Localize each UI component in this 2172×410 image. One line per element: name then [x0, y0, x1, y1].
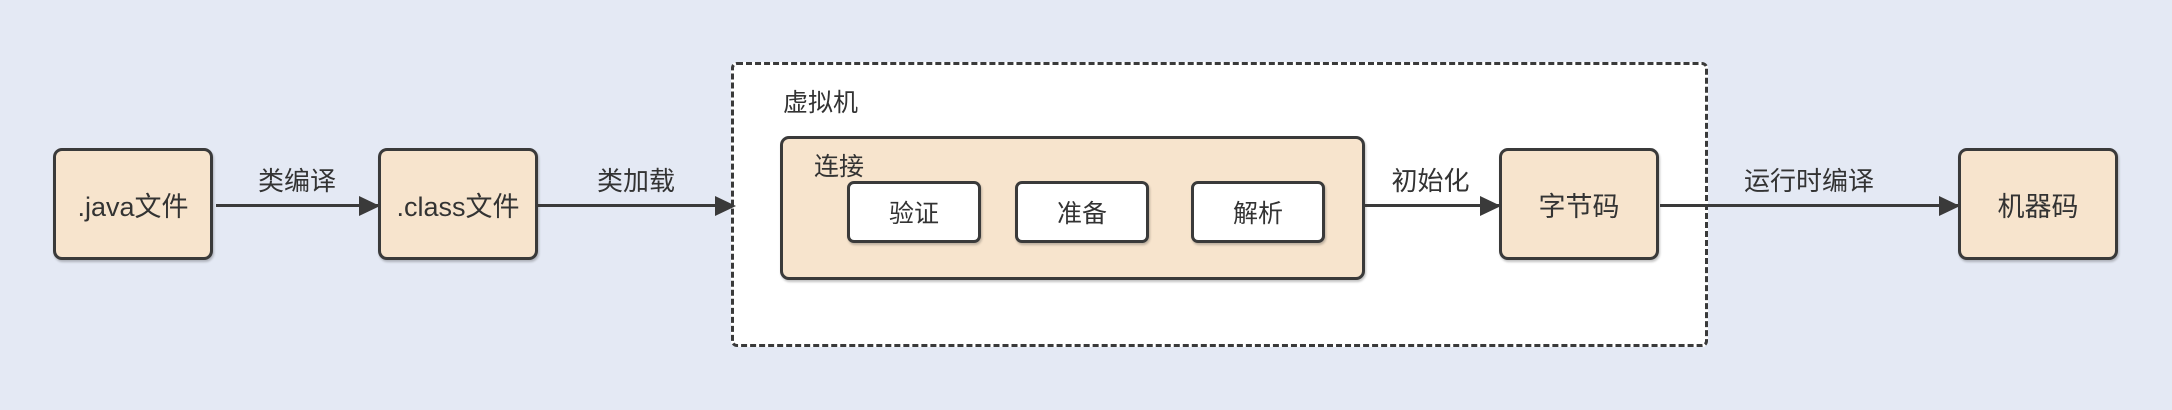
- step-verify: 验证: [847, 181, 981, 243]
- step-prepare: 准备: [1015, 181, 1149, 243]
- linking-group: 连接 验证 准备 解析: [780, 136, 1365, 280]
- arrow-class-compile-label: 类编译: [257, 166, 337, 196]
- step-prepare-label: 准备: [1056, 200, 1107, 228]
- arrow-runtime-compile-label: 运行时编译: [1743, 166, 1875, 196]
- node-class-file-label: .class文件: [396, 191, 520, 222]
- node-bytecode: 字节码: [1499, 148, 1659, 260]
- node-machine-code-label: 机器码: [1997, 191, 2079, 222]
- step-verify-label: 验证: [888, 200, 939, 228]
- node-class-file: .class文件: [378, 148, 538, 260]
- arrow-class-load-label: 类加载: [596, 166, 676, 196]
- arrowhead-right-icon: [359, 195, 380, 216]
- vm-container-title: 虚拟机: [783, 89, 859, 117]
- arrow-class-load: 类加载: [538, 166, 736, 216]
- node-machine-code: 机器码: [1958, 148, 2118, 260]
- step-resolve: 解析: [1191, 181, 1325, 243]
- step-resolve-label: 解析: [1232, 200, 1283, 228]
- arrow-initialize-label: 初始化: [1391, 166, 1470, 196]
- arrow-initialize: 初始化: [1362, 166, 1501, 216]
- arrow-class-compile: 类编译: [216, 166, 380, 216]
- linking-group-title: 连接: [814, 153, 865, 181]
- node-java-file-label: .java文件: [77, 191, 189, 222]
- node-java-file: .java文件: [53, 148, 213, 260]
- arrowhead-right-icon: [715, 195, 736, 216]
- arrow-runtime-compile: 运行时编译: [1660, 166, 1960, 216]
- arrowhead-right-icon: [1480, 195, 1501, 216]
- arrowhead-right-icon: [1939, 195, 1960, 216]
- node-bytecode-label: 字节码: [1538, 191, 1620, 222]
